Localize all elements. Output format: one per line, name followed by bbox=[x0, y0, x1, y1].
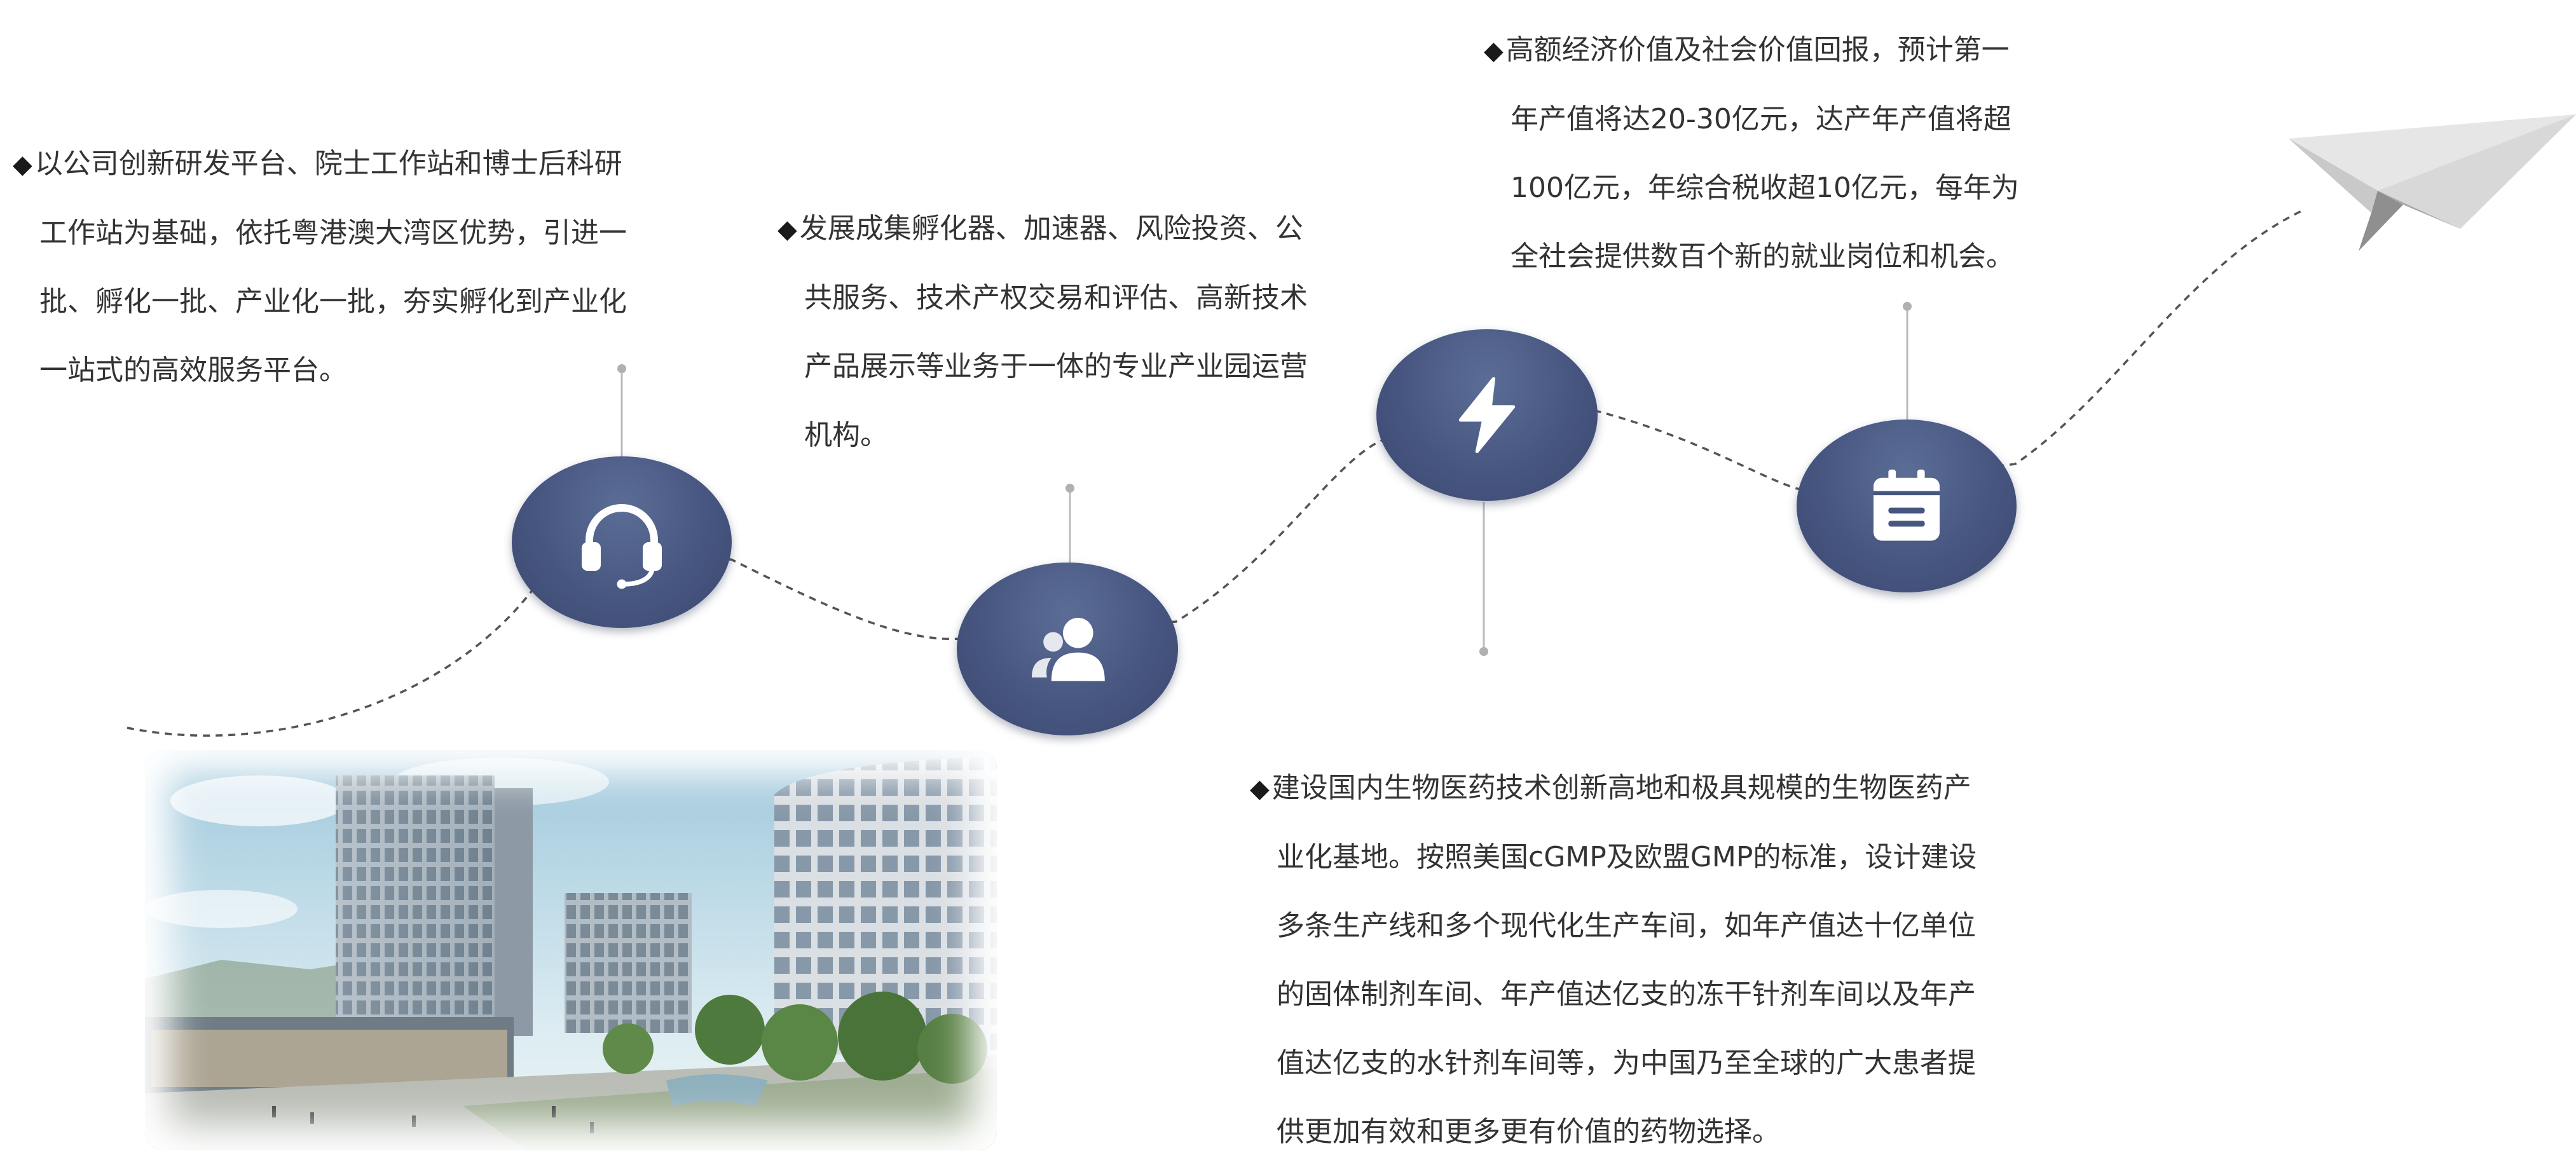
milestone-1-line-1: ◆以公司创新研发平台、院士工作站和博士后科研 bbox=[13, 130, 627, 199]
calendar-icon bbox=[1874, 469, 1940, 541]
leader-lines bbox=[620, 306, 1908, 652]
milestone-node-3 bbox=[1376, 329, 1598, 501]
milestone-3-line-5: 值达亿支的水针剂车间等，为中国乃至全球的广大患者提 bbox=[1277, 1047, 1976, 1079]
milestone-3-line-4: 的固体制剂车间、年产值达亿支的冻干针剂车间以及年产 bbox=[1277, 978, 1976, 1011]
bullet-icon: ◆ bbox=[13, 150, 32, 179]
milestone-4-line-2: 年产值将达20-30亿元，达产年产值将超 bbox=[1511, 103, 2011, 135]
milestone-text-1: ◆以公司创新研发平台、院士工作站和博士后科研 工作站为基础，依托粤港澳大湾区优势… bbox=[13, 130, 627, 405]
milestone-2-line-4: 机构。 bbox=[804, 419, 888, 451]
leader-dot-1 bbox=[617, 364, 626, 373]
paper-plane-icon bbox=[2289, 114, 2576, 251]
leader-dot-4 bbox=[1903, 302, 1912, 311]
leader-dots bbox=[617, 302, 1912, 656]
milestone-2-line-1-text: 发展成集孵化器、加速器、风险投资、公 bbox=[799, 212, 1303, 245]
milestone-2-line-2: 共服务、技术产权交易和评估、高新技术 bbox=[804, 282, 1308, 314]
headset-icon bbox=[582, 504, 662, 589]
milestone-1-line-2: 工作站为基础，依托粤港澳大湾区优势，引进一 bbox=[39, 217, 627, 249]
campus-building-illustration bbox=[145, 750, 997, 1150]
milestone-2-line-1: ◆发展成集孵化器、加速器、风险投资、公 bbox=[778, 194, 1308, 264]
milestone-2-line-3: 产品展示等业务于一体的专业产业园运营 bbox=[804, 350, 1308, 383]
milestone-node-2 bbox=[957, 563, 1178, 735]
milestone-3-line-1-text: 建设国内生物医药技术创新高地和极具规模的生物医药产 bbox=[1271, 772, 1971, 804]
users-icon bbox=[1032, 618, 1105, 681]
milestone-3-line-6: 供更加有效和更多更有价值的药物选择。 bbox=[1277, 1116, 1780, 1148]
milestone-4-line-3: 100亿元，年综合税收超10亿元，每年为 bbox=[1511, 172, 2019, 204]
bullet-icon: ◆ bbox=[1484, 36, 1504, 65]
lightning-icon bbox=[1458, 377, 1516, 453]
milestone-4-line-1-text: 高额经济价值及社会价值回报，预计第一 bbox=[1505, 34, 2010, 66]
milestone-node-4 bbox=[1797, 420, 2017, 592]
milestone-1-line-1-text: 以公司创新研发平台、院士工作站和博士后科研 bbox=[34, 147, 622, 180]
milestone-text-3: ◆建设国内生物医药技术创新高地和极具规模的生物医药产 业化基地。按照美国cGMP… bbox=[1250, 754, 1977, 1166]
milestone-node-1 bbox=[512, 456, 732, 628]
milestone-4-line-4: 全社会提供数百个新的就业岗位和机会。 bbox=[1511, 240, 2014, 273]
milestone-text-4: ◆高额经济价值及社会价值回报，预计第一 年产值将达20-30亿元，达产年产值将超… bbox=[1484, 16, 2019, 291]
leader-dot-3 bbox=[1479, 647, 1488, 656]
milestone-1-line-4: 一站式的高效服务平台。 bbox=[39, 354, 347, 386]
dashed-timeline-path bbox=[127, 210, 2302, 737]
milestone-text-2: ◆发展成集孵化器、加速器、风险投资、公 共服务、技术产权交易和评估、高新技术 产… bbox=[778, 194, 1308, 470]
milestone-1-line-3: 批、孵化一批、产业化一批，夯实孵化到产业化 bbox=[39, 285, 627, 318]
building-rendering bbox=[145, 750, 997, 1150]
bullet-icon: ◆ bbox=[1250, 774, 1270, 803]
milestone-3-line-1: ◆建设国内生物医药技术创新高地和极具规模的生物医药产 bbox=[1250, 754, 1977, 823]
bullet-icon: ◆ bbox=[778, 215, 797, 244]
milestone-3-line-2: 业化基地。按照美国cGMP及欧盟GMP的标准，设计建设 bbox=[1277, 841, 1977, 873]
milestone-3-line-3: 多条生产线和多个现代化生产车间，如年产值达十亿单位 bbox=[1277, 910, 1976, 942]
milestone-4-line-1: ◆高额经济价值及社会价值回报，预计第一 bbox=[1484, 16, 2019, 85]
leader-dot-2 bbox=[1065, 484, 1074, 493]
